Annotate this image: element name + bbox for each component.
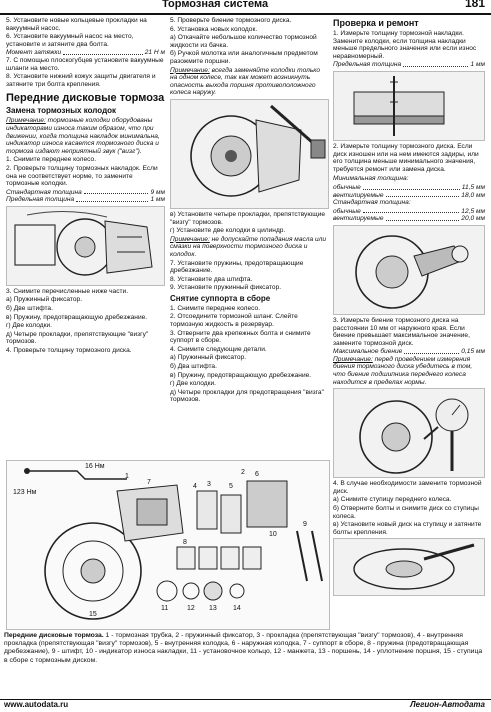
step-3d: г) Две колодки. [6, 322, 52, 330]
caliper-step-3: 3. Отверните два крепежных болта и сними… [170, 329, 311, 345]
callout-13: 13 [209, 605, 217, 612]
callout-8: 8 [183, 539, 187, 546]
caliper-step-2: 2. Отсоедините тормозной шланг. Слейте т… [170, 313, 298, 329]
step-8: 8. Установите нижний кожух защиты двигат… [6, 73, 156, 88]
figure-piston-press [170, 98, 329, 209]
figure-dial-indicator [333, 388, 485, 479]
figure-micrometer [333, 224, 485, 315]
callout-2: 2 [241, 469, 245, 476]
step-6b-sub: б) Ручкой молотка или аналогичным предме… [170, 50, 318, 65]
check-step-2: 2. Измерьте толщину тормозного диска. Ес… [333, 142, 479, 173]
step-6b: 6. Установка новых колодок. [170, 25, 258, 33]
page-number: 181 [464, 0, 485, 10]
callout-14: 14 [233, 605, 241, 612]
step-4: 4. Проверьте толщину тормозного диска. [6, 347, 132, 355]
check-repair-title: Проверка и ремонт [333, 18, 419, 28]
column-2: 5. Проверьте биение тормозного диска. 6.… [170, 17, 329, 405]
footer-rule [0, 699, 491, 700]
step-5: 5. Установите новые кольцевые прокладки … [6, 17, 147, 32]
caliper-step-4b: б) Два штифта. [170, 363, 217, 371]
check-step-4c: в) Установите новый диск на ступицу и за… [333, 521, 482, 536]
step-6c: в) Установите четыре прокладки, препятст… [170, 210, 326, 226]
step-6d: г) Установите две колодки в цилиндр. [170, 227, 286, 235]
page-section-title: Тормозная система [162, 0, 269, 10]
callout-7: 7 [147, 479, 151, 486]
caliper-step-4e: д) Четыре прокладки для предотвращения "… [170, 388, 324, 404]
column-1: 5. Установите новые кольцевые прокладки … [6, 17, 165, 356]
callout-4: 4 [193, 483, 197, 490]
min-thickness-label: Минимальная толщина: [333, 175, 409, 183]
section-title: Передние дисковые тормоза [6, 92, 165, 105]
check-step-1: 1. Измерьте толщину тормозной накладки. … [333, 30, 477, 60]
figure-pad-inspection [6, 205, 165, 286]
step-3: 3. Снимите перечисленные ниже части. [6, 287, 129, 295]
figure-caption: Передние дисковые тормоза. 1 - тормозная… [4, 632, 483, 664]
subsection-title: Замена тормозных колодок [6, 106, 117, 116]
figure-hub-bolts [333, 538, 485, 597]
page-header: Тормозная система 181 [0, 0, 491, 15]
step-3c: в) Пружину, предотвращающую дребезжание. [6, 313, 148, 321]
step-3e: д) Четыре прокладки, препятствующие "виз… [6, 330, 149, 346]
header-rule [0, 13, 491, 15]
callout-10: 10 [269, 531, 277, 538]
step-3a: а) Пружинный фиксатор. [6, 296, 83, 304]
step-9b: 9. Установите пружинный фиксатор. [170, 284, 282, 292]
check-step-4a: а) Снимите ступицу переднего колеса. [333, 496, 452, 504]
callout-3: 3 [207, 481, 211, 488]
check-step-4b: б) Отверните болты и снимите диск со сту… [333, 505, 479, 520]
caliper-step-4c: в) Пружину, предотвращающую дребезжание. [170, 371, 312, 379]
std-thickness-label: Стандартная толщина: [333, 199, 411, 207]
torque-label-1: 16 Нм [85, 463, 105, 470]
step-6: 6. Установите вакуумный насос на место, … [6, 33, 134, 48]
step-7b: 7. Установите пружины, предотвращающие д… [170, 259, 304, 275]
callout-12: 12 [187, 605, 195, 612]
footer-url[interactable]: www.autodata.ru [4, 700, 69, 709]
torque-label-2: 123 Нм [13, 489, 37, 496]
caliper-step-4: 4. Снимите следующие детали. [170, 345, 267, 353]
step-8b: 8. Установите два штифта. [170, 275, 253, 283]
runout-note: Примечание: перед проведением измерения … [333, 355, 473, 386]
callout-1: 1 [125, 473, 129, 480]
step-6a: а) Откачайте небольшое количество тормоз… [170, 34, 317, 49]
note-2: Примечание: не допускайте попадания масл… [170, 235, 327, 258]
note: Примечание: тормозные колодки оборудован… [6, 117, 160, 155]
caliper-step-4a: а) Пружинный фиксатор. [170, 354, 247, 362]
check-step-3: 3. Измерьте биение тормозного диска на р… [333, 316, 470, 347]
step-7: 7. С помощью плоскогубцев установите вак… [6, 56, 164, 72]
exploded-brake-diagram: 16 Нм 123 Нм 1 2 3 4 5 6 7 8 9 10 11 12 … [6, 460, 330, 630]
callout-11: 11 [161, 605, 169, 612]
step-2: 2. Проверьте толщину тормозных накладок.… [6, 164, 158, 188]
figure-ruler-measure [333, 70, 485, 141]
column-3: Проверка и ремонт 1. Измерьте толщину то… [333, 17, 485, 598]
step-1: 1. Снимите переднее колесо. [6, 156, 97, 164]
callout-6: 6 [255, 471, 259, 478]
callout-5: 5 [229, 483, 233, 490]
callout-9: 9 [303, 521, 307, 528]
callout-15: 15 [89, 611, 97, 618]
subsection-caliper: Снятие суппорта в сборе [170, 293, 271, 303]
note-1: Примечание: всегда заменяйте колодки тол… [170, 66, 321, 97]
caliper-step-4d: г) Две колодки. [170, 380, 216, 388]
step-3b: б) Две штифта. [6, 305, 53, 313]
caliper-step-1: 1. Снимите переднее колесо. [170, 304, 261, 312]
check-step-4: 4. В случае необходимости замените тормо… [333, 480, 482, 495]
footer-publisher: Легион-Автодата [410, 700, 485, 709]
step-5b: 5. Проверьте биение тормозного диска. [170, 17, 292, 24]
